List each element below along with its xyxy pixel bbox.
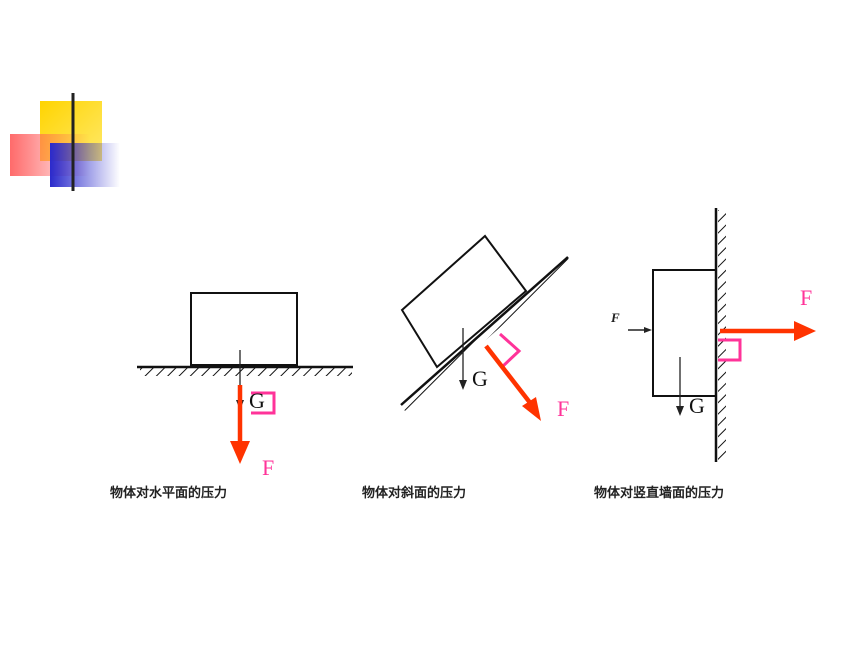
force-arrow bbox=[484, 344, 541, 421]
panel-horizontal: G F 物体对水平面的压力 bbox=[110, 292, 353, 501]
incline-hatch bbox=[401, 258, 572, 411]
panel-incline: G F 物体对斜面的压力 bbox=[362, 234, 572, 501]
block bbox=[652, 269, 715, 397]
force-arrow bbox=[720, 321, 816, 341]
force-label: F bbox=[557, 396, 569, 421]
force-label: F bbox=[262, 455, 274, 480]
gravity-arrow bbox=[459, 328, 467, 390]
wall-hatch bbox=[718, 210, 726, 460]
gravity-arrow bbox=[676, 357, 684, 416]
caption: 物体对斜面的压力 bbox=[362, 485, 466, 501]
deco-blue-bar bbox=[50, 143, 120, 187]
block bbox=[400, 234, 528, 369]
gravity-label: G bbox=[249, 388, 265, 413]
caption: 物体对竖直墙面的压力 bbox=[594, 485, 724, 501]
right-angle-mark bbox=[251, 391, 276, 415]
right-angle-mark bbox=[718, 338, 742, 362]
right-angle-mark bbox=[498, 332, 522, 369]
header-decoration bbox=[10, 93, 860, 191]
incline-surface bbox=[400, 256, 569, 406]
gravity-label: G bbox=[689, 393, 705, 418]
caption: 物体对水平面的压力 bbox=[110, 485, 227, 501]
force-label: F bbox=[800, 285, 812, 310]
push-arrow bbox=[628, 327, 652, 333]
push-label: F bbox=[610, 310, 620, 325]
block bbox=[190, 292, 298, 366]
gravity-label: G bbox=[472, 366, 488, 391]
force-arrow bbox=[230, 385, 250, 464]
panel-wall: F G F 物体对竖直墙面的压力 bbox=[594, 208, 816, 501]
ground-hatch bbox=[140, 368, 352, 376]
